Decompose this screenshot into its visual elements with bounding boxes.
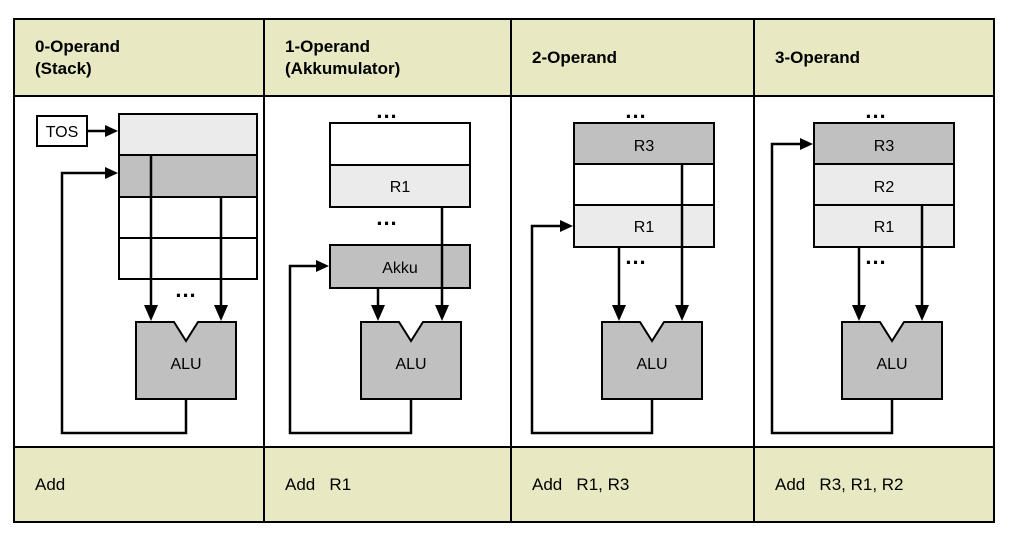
regfile-cell-0-label: R3 — [874, 138, 895, 155]
stack-cell-3-fill — [120, 238, 256, 278]
three-operand-machine-diagram: ... R3 R2 R1 ... — [770, 98, 955, 435]
header-cell-0-operand: 0-Operand (Stack) — [15, 20, 265, 95]
operand-bus-r3-arrow — [675, 305, 689, 321]
regfile-cell-2-fill — [815, 205, 953, 246]
regfile-top-ellipsis: ... — [865, 98, 886, 123]
header-title-2-operand: 2-Operand — [532, 47, 618, 67]
stack-cell-2-fill — [120, 197, 256, 238]
header-title-1-operand: 1-Operand (Akkumulator) — [285, 37, 401, 78]
operand-bus-left-arrow — [852, 305, 866, 321]
regfile-bottom-ellipsis: ... — [625, 244, 646, 269]
regfile-top-ellipsis: ... — [625, 98, 646, 123]
regfile-outer-box-stroke — [573, 122, 715, 248]
memory-cell-1-label: R1 — [390, 179, 411, 196]
operand-bus-right-arrow — [915, 305, 929, 321]
akku-box — [329, 244, 471, 289]
header-cell-2-operand: 2-Operand — [512, 20, 755, 95]
alu-result-feedback-path — [288, 264, 413, 435]
stack-cell-1-fill — [120, 155, 256, 197]
table-instruction-row: Add Add R1 Add R1, R3 Add R3, R1, R2 — [15, 448, 993, 521]
diagram-cell-3-operand: ... R3 R2 R1 ... — [755, 97, 993, 446]
alu-result-feedback-path — [770, 142, 894, 435]
tos-arrow-head — [105, 125, 118, 137]
diagram-cell-1-operand: ... R1 ... Akku — [265, 97, 512, 446]
accumulator-machine-diagram: ... R1 ... Akku — [288, 98, 471, 435]
header-title-0-operand: 0-Operand (Stack) — [35, 37, 121, 78]
table-diagram-row: TOS — [15, 97, 993, 448]
regfile-cell-2-label: R1 — [874, 219, 895, 236]
memory-bottom-ellipsis: ... — [376, 205, 397, 230]
stack-cell-0-fill — [120, 115, 256, 155]
footer-cell-1-operand: Add R1 — [265, 448, 512, 521]
footer-cell-2-operand: Add R1, R3 — [512, 448, 755, 521]
alu-result-feedback-path — [530, 224, 654, 435]
regfile-writeback-arrow-head — [800, 138, 813, 150]
regfile-cell-2-fill — [575, 205, 713, 246]
memory-cell-1-fill — [331, 165, 469, 206]
alu-label: ALU — [170, 356, 201, 373]
akku-writeback-arrow-head — [316, 260, 329, 272]
regfile-cell-0-fill — [575, 124, 713, 164]
header-cell-1-operand: 1-Operand (Akkumulator) — [265, 20, 512, 95]
regfile-cell-0-fill — [815, 124, 953, 164]
diagram-cell-2-operand: ... R3 R1 ... — [512, 97, 755, 446]
alu-result-feedback-path — [60, 171, 188, 435]
instruction-3-operand: Add R3, R1, R2 — [775, 474, 904, 494]
regfile-cell-2-label: R1 — [634, 219, 655, 236]
table-header-row: 0-Operand (Stack) 1-Operand (Akkumulator… — [15, 20, 993, 97]
operand-bus-b-arrow — [214, 305, 228, 321]
memory-outer-box-stroke — [329, 122, 471, 208]
memory-operand-bus-arrow — [435, 305, 449, 321]
alu-shape — [601, 321, 703, 400]
diagram-cell-0-operand: TOS — [15, 97, 265, 446]
header-cell-3-operand: 3-Operand — [755, 20, 993, 95]
tos-label: TOS — [46, 124, 79, 141]
memory-top-ellipsis: ... — [376, 98, 397, 123]
akku-operand-bus-arrow — [371, 305, 385, 321]
instruction-1-operand: Add R1 — [285, 474, 352, 494]
instruction-0-operand: Add — [35, 474, 66, 494]
regfile-cell-1-fill — [815, 164, 953, 205]
akku-label: Akku — [382, 260, 418, 277]
regfile-cell-0-label: R3 — [634, 138, 655, 155]
stack-ellipsis: ... — [175, 277, 196, 302]
footer-cell-0-operand: Add — [15, 448, 265, 521]
regfile-outer-box-stroke — [813, 122, 955, 248]
alu-label: ALU — [636, 356, 667, 373]
alu-label: ALU — [876, 356, 907, 373]
two-operand-machine-diagram: ... R3 R1 ... — [530, 98, 715, 435]
stack-machine-diagram: TOS — [36, 113, 258, 435]
alu-shape — [135, 321, 237, 400]
stack-outer-box-stroke — [118, 113, 258, 280]
operand-bus-a-arrow — [144, 305, 158, 321]
regfile-bottom-ellipsis: ... — [865, 244, 886, 269]
header-title-3-operand: 3-Operand — [775, 47, 861, 67]
footer-cell-3-operand: Add R3, R1, R2 — [755, 448, 993, 521]
alu-label: ALU — [395, 356, 426, 373]
alu-shape — [360, 321, 462, 400]
operand-format-table: 0-Operand (Stack) 1-Operand (Akkumulator… — [13, 18, 995, 523]
instruction-2-operand: Add R1, R3 — [532, 474, 630, 494]
regfile-cell-1-label: R2 — [874, 179, 895, 196]
regfile-cell-1-fill — [575, 164, 713, 205]
alu-shape — [841, 321, 943, 400]
memory-cell-0-fill — [331, 124, 469, 165]
operand-bus-r1-arrow — [612, 305, 626, 321]
stack-push-arrow-head — [105, 167, 118, 179]
tos-box — [36, 115, 88, 147]
regfile-writeback-arrow-head — [560, 220, 573, 232]
